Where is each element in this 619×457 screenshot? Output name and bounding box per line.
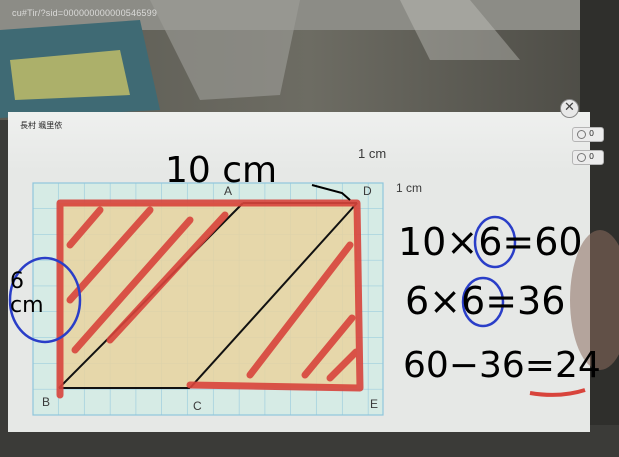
tool-counter-2[interactable]: 0	[572, 150, 604, 165]
vertex-label-E: E	[370, 397, 379, 411]
window-reflection-2	[10, 50, 130, 100]
vertex-label-A: A	[224, 184, 233, 198]
handwritten-line-1: 10×6=60	[398, 220, 583, 264]
handwritten-height-label: 6 cm	[10, 269, 44, 318]
tool-counter-1-value: 0	[589, 129, 595, 138]
student-name: 長村 颯里依	[20, 121, 63, 130]
tool-counter-1[interactable]: 0	[572, 127, 604, 142]
vertex-label-C: C	[193, 399, 202, 413]
vertex-label-B: B	[42, 395, 51, 409]
blue-circle-line1	[473, 215, 517, 269]
handwritten-line-2: 6×6=36	[405, 279, 566, 323]
red-ink-annotations	[56, 199, 364, 399]
tool-counter-2-value: 0	[589, 152, 595, 161]
ceiling-light	[150, 0, 300, 100]
close-icon[interactable]: ✕	[560, 99, 579, 118]
handwritten-line-3: 60−36=24	[403, 345, 601, 386]
handwritten-width-label: 10 cm	[165, 150, 278, 191]
finger-shadow	[570, 230, 619, 370]
ink-arrow-to-D	[311, 184, 351, 201]
browser-url-text: cu#Tir/?sid=000000000000546599	[12, 8, 158, 18]
vertex-label-D: D	[363, 184, 372, 198]
pen-icon	[577, 130, 586, 139]
blue-circle-line2	[461, 276, 505, 328]
eraser-icon	[577, 153, 586, 162]
blue-circle-height	[8, 256, 82, 344]
screen-glare	[8, 112, 590, 172]
red-answer-underline	[529, 388, 586, 397]
edge-DC	[189, 202, 358, 389]
grid-unit-label-top: 1 cm	[358, 146, 387, 161]
grid-unit-label-right: 1 cm	[396, 181, 423, 195]
ceiling-light-2	[400, 0, 520, 60]
